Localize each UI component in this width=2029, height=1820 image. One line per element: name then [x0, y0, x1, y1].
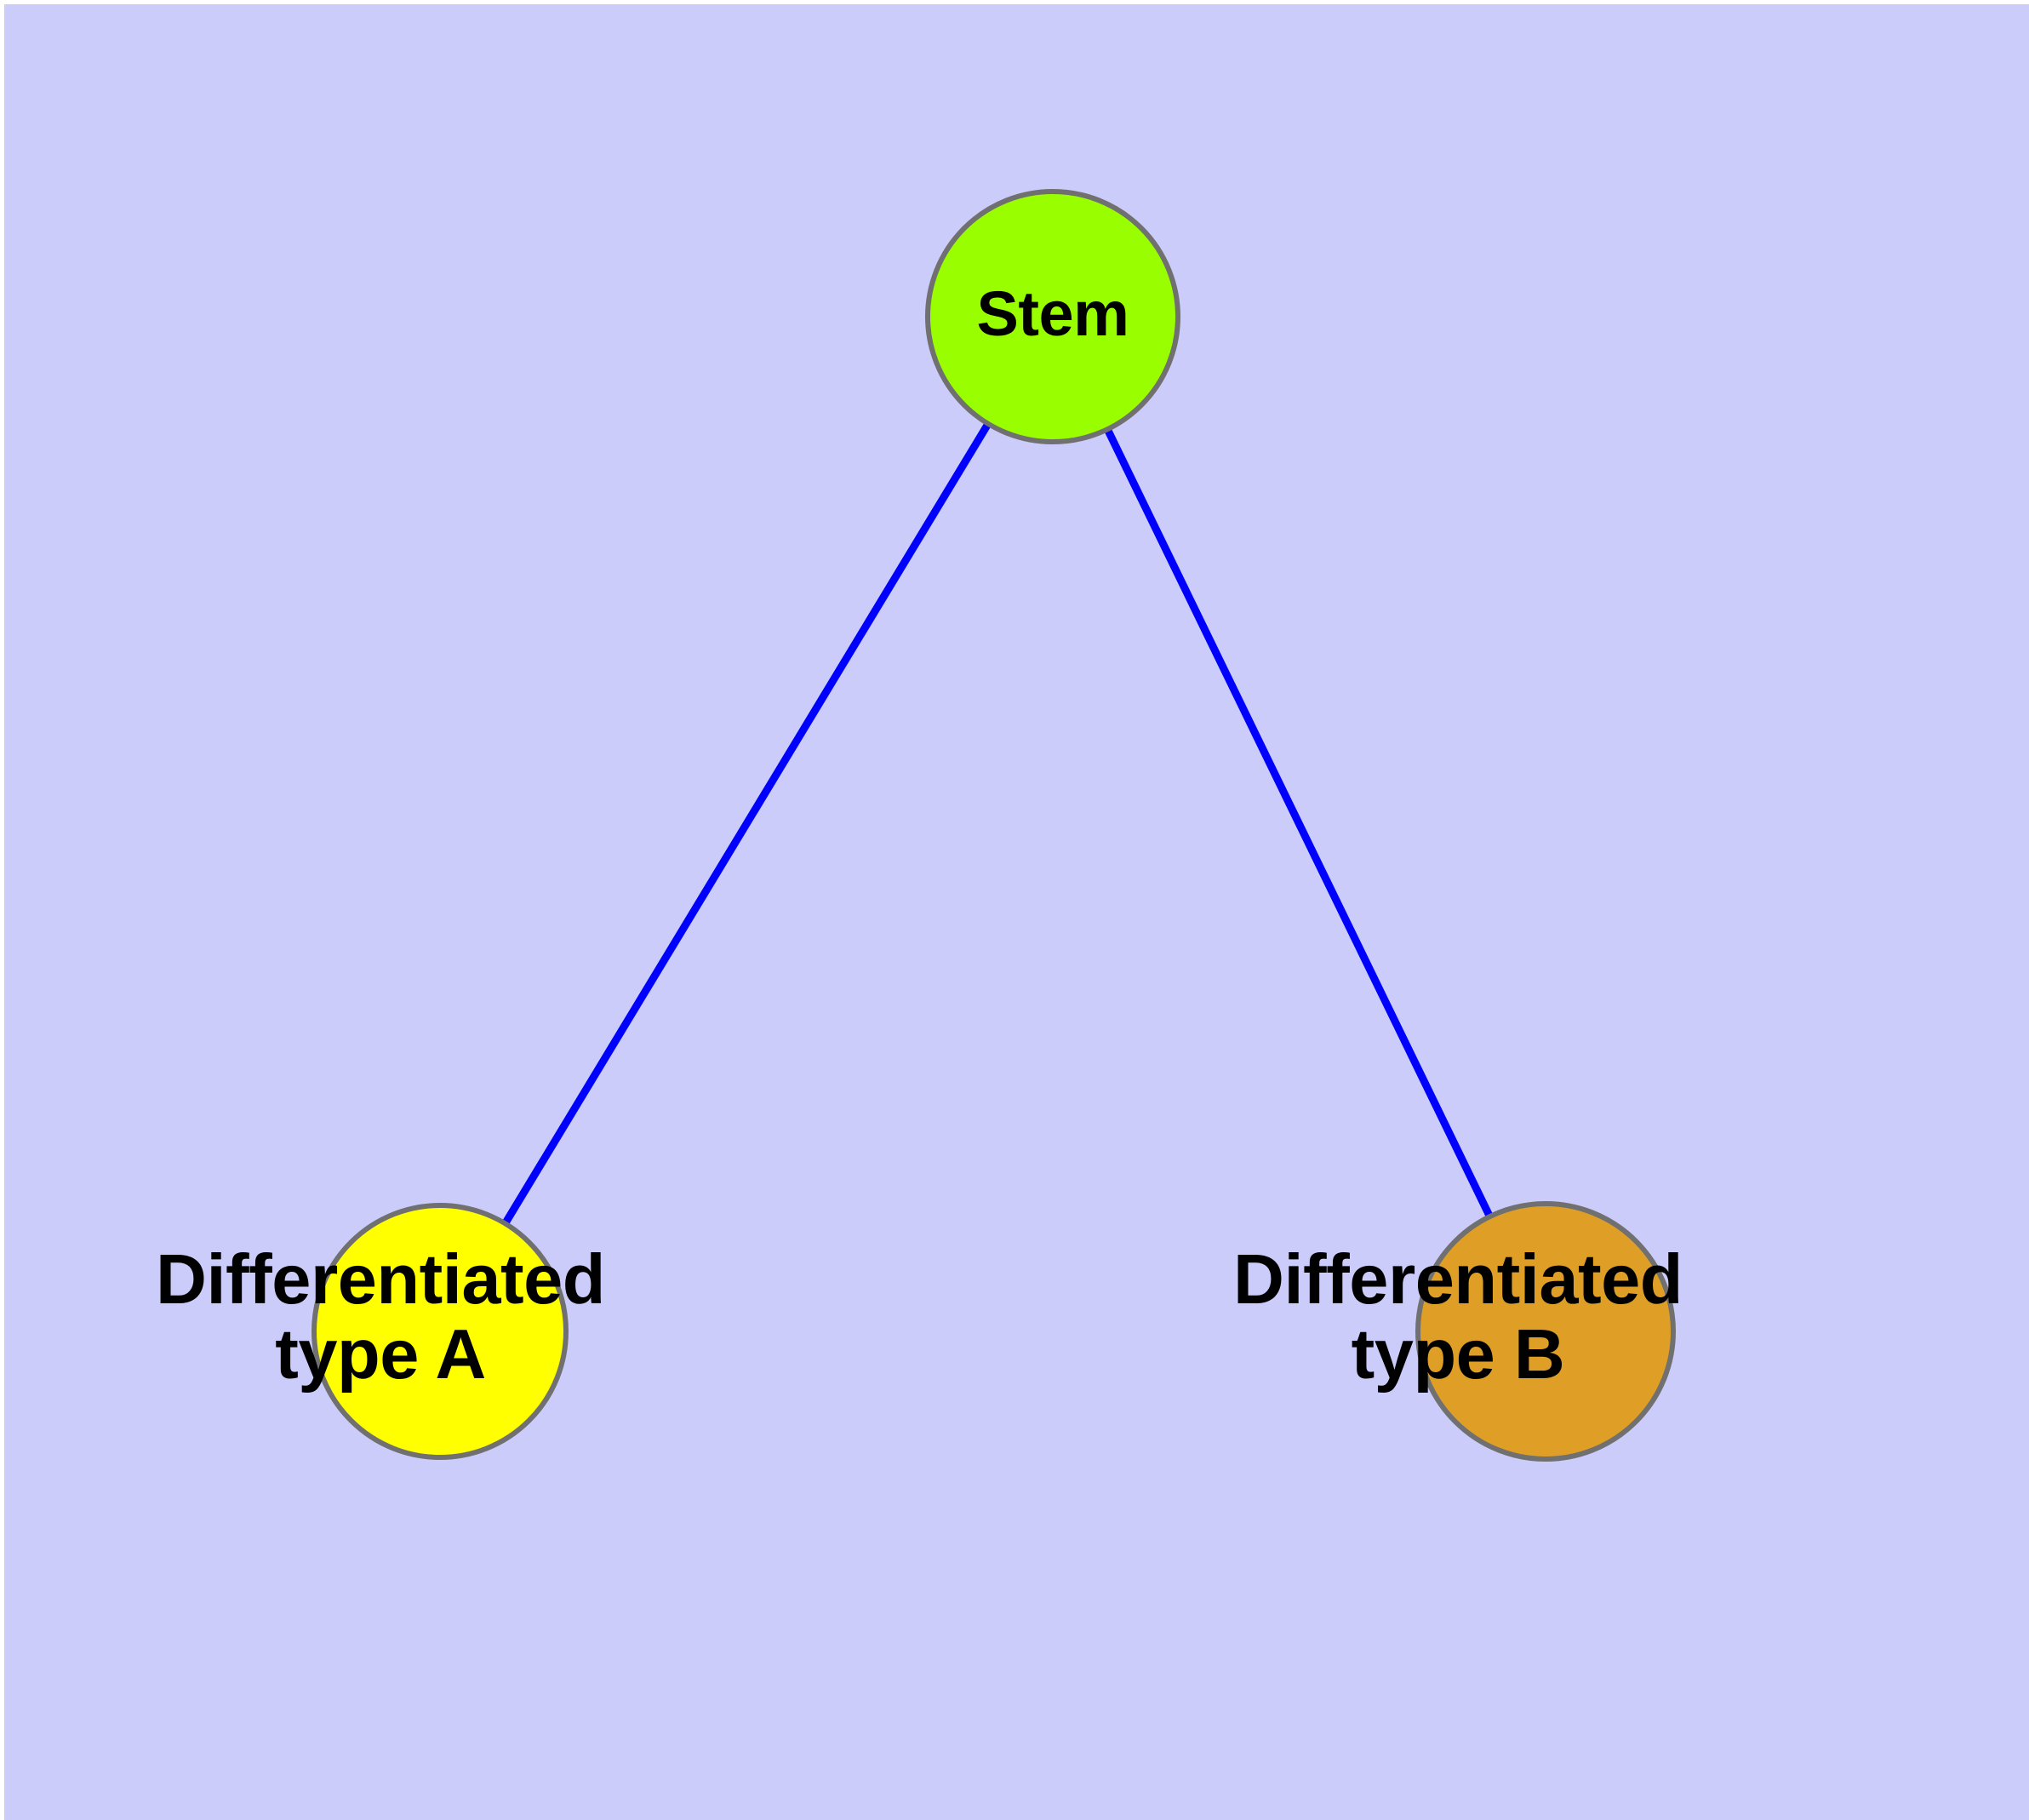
node-differentiated-type-b[interactable] — [1415, 1201, 1676, 1462]
node-stem[interactable] — [925, 189, 1180, 444]
node-layer — [311, 189, 1676, 1462]
edge-stem-to-differentiated-type-a[interactable] — [437, 314, 1056, 1334]
edge-stem-to-differentiated-type-b[interactable] — [1049, 315, 1550, 1333]
edge-layer — [437, 314, 1550, 1334]
node-differentiated-type-a[interactable] — [311, 1203, 569, 1460]
